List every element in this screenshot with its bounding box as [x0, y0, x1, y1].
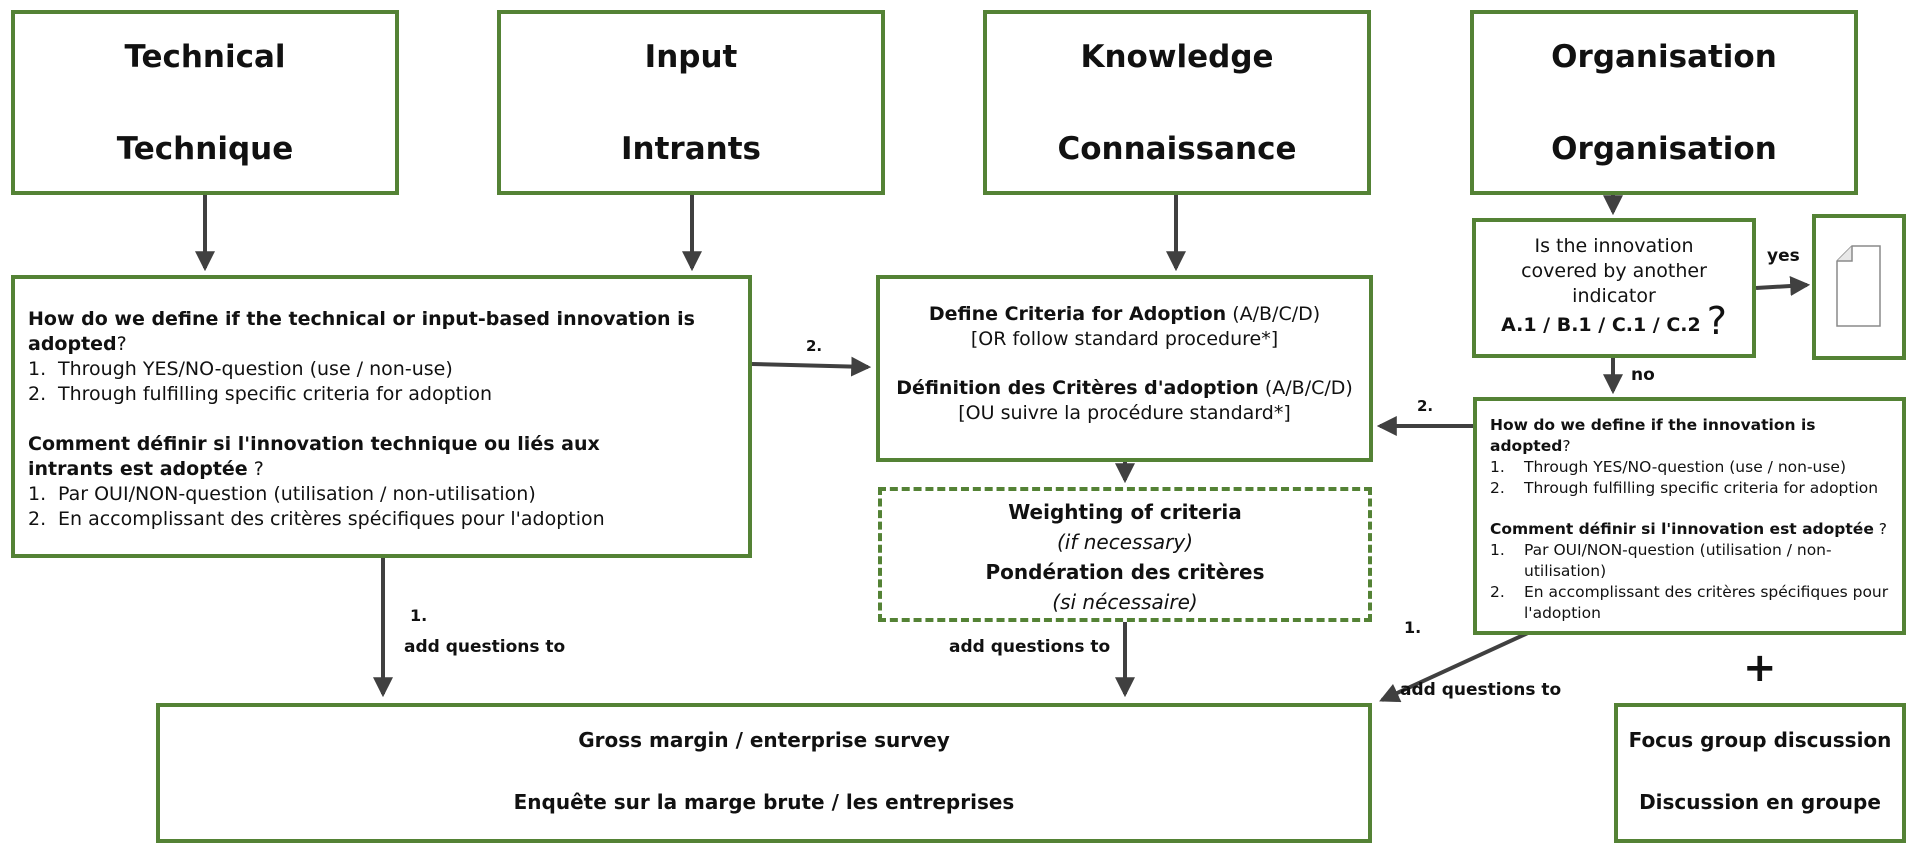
- box-technical-en: Technical: [124, 38, 286, 75]
- focus-en: Focus group discussion: [1628, 728, 1892, 752]
- arrow-right-to-survey: [1379, 630, 1531, 703]
- survey-fr: Enquête sur la marge brute / les entrepr…: [513, 790, 1015, 814]
- right-question-fr-item-1: 1.Par OUI/NON-question (utilisation / no…: [1490, 541, 1832, 580]
- document-icon: [1836, 245, 1881, 327]
- plus-sign: +: [1743, 645, 1777, 691]
- box-input-fr: Intrants: [621, 130, 761, 167]
- box-right-question: How do we define if the innovation is ad…: [1473, 397, 1906, 635]
- covered-line-1: Is the innovation: [1534, 235, 1694, 257]
- label-no: no: [1631, 365, 1655, 385]
- box-survey: Gross margin / enterprise survey Enquête…: [156, 703, 1372, 843]
- box-organisation: Organisation Organisation: [1470, 10, 1858, 195]
- label-step1-right: 1.: [1404, 618, 1422, 637]
- arrow-covered-yes: [1755, 276, 1811, 296]
- label-add-questions-left: add questions to: [404, 637, 566, 657]
- left-question-en-title: How do we define if the technical or inp…: [28, 308, 695, 355]
- box-input: Input Intrants: [497, 10, 885, 195]
- label-yes: yes: [1767, 246, 1800, 266]
- criteria-en-alt: [OR follow standard procedure*]: [970, 328, 1279, 350]
- covered-codes: A.1 / B.1 / C.1 / C.2: [1501, 314, 1701, 336]
- covered-line-3: indicator: [1572, 285, 1656, 307]
- left-question-en: How do we define if the technical or inp…: [28, 308, 695, 355]
- label-add-questions-center: add questions to: [949, 637, 1111, 657]
- left-question-en-item-1: 1.Through YES/NO-question (use / non-use…: [28, 358, 453, 380]
- left-question-fr-item-2: 2.En accomplissant des critères spécifiq…: [28, 508, 605, 530]
- label-step1-left: 1.: [410, 606, 428, 625]
- right-question-fr-title: Comment définir si l'innovation est adop…: [1490, 520, 1874, 538]
- box-criteria: Define Criteria for Adoption (A/B/C/D) […: [876, 275, 1373, 462]
- left-question-en-item-2: 2.Through fulfilling specific criteria f…: [28, 383, 493, 405]
- box-document: [1812, 214, 1906, 360]
- box-knowledge-fr: Connaissance: [1057, 130, 1297, 167]
- weighting-en-note: (if necessary): [1057, 530, 1193, 554]
- covered-codes-row: A.1 / B.1 / C.1 / C.2?: [1476, 302, 1752, 340]
- covered-line-2: covered by another: [1521, 260, 1707, 282]
- label-step2-left: 2.: [806, 337, 823, 355]
- right-question-en-item-2: 2.Through fulfilling specific criteria f…: [1490, 479, 1879, 497]
- right-question-en-title: How do we define if the innovation is ad…: [1490, 416, 1816, 455]
- right-question-en-item-1: 1.Through YES/NO-question (use / non-use…: [1490, 458, 1847, 476]
- right-question-en: How do we define if the innovation is ad…: [1490, 416, 1816, 455]
- left-question-fr-item-1: 1.Par OUI/NON-question (utilisation / no…: [28, 483, 536, 505]
- box-technical-fr: Technique: [116, 130, 294, 167]
- label-add-questions-right: add questions to: [1400, 680, 1562, 700]
- criteria-fr-alt: [OU suivre la procédure standard*]: [958, 402, 1291, 424]
- criteria-fr: Définition des Critères d'adoption (A/B/…: [896, 377, 1353, 399]
- weighting-fr-note: (si nécessaire): [1052, 590, 1198, 614]
- box-organisation-fr: Organisation: [1551, 130, 1777, 167]
- box-focus-group: Focus group discussion Discussion en gro…: [1614, 703, 1906, 843]
- left-question-fr: Comment définir si l'innovation techniqu…: [28, 433, 600, 480]
- box-covered-indicator: Is the innovation covered by another ind…: [1472, 218, 1756, 358]
- criteria-en: Define Criteria for Adoption (A/B/C/D): [928, 303, 1321, 325]
- weighting-en: Weighting of criteria: [1008, 500, 1242, 524]
- label-step2-right: 2.: [1417, 397, 1434, 415]
- arrow-left-to-criteria: [751, 356, 872, 377]
- survey-en: Gross margin / enterprise survey: [578, 728, 950, 752]
- question-mark: ?: [1706, 299, 1727, 343]
- box-knowledge-en: Knowledge: [1080, 38, 1274, 75]
- left-question-fr-title: Comment définir si l'innovation techniqu…: [28, 433, 600, 480]
- focus-fr: Discussion en groupe: [1639, 790, 1881, 814]
- box-left-question: How do we define if the technical or inp…: [11, 275, 752, 558]
- box-input-en: Input: [644, 38, 738, 75]
- box-organisation-en: Organisation: [1551, 38, 1777, 75]
- right-question-fr: Comment définir si l'innovation est adop…: [1490, 520, 1887, 538]
- box-knowledge: Knowledge Connaissance: [983, 10, 1371, 195]
- box-technical: Technical Technique: [11, 10, 399, 195]
- right-question-fr-item-2: 2.En accomplissant des critères spécifiq…: [1490, 583, 1889, 622]
- weighting-fr: Pondération des critères: [985, 560, 1265, 584]
- box-weighting: Weighting of criteria (if necessary) Pon…: [878, 487, 1372, 622]
